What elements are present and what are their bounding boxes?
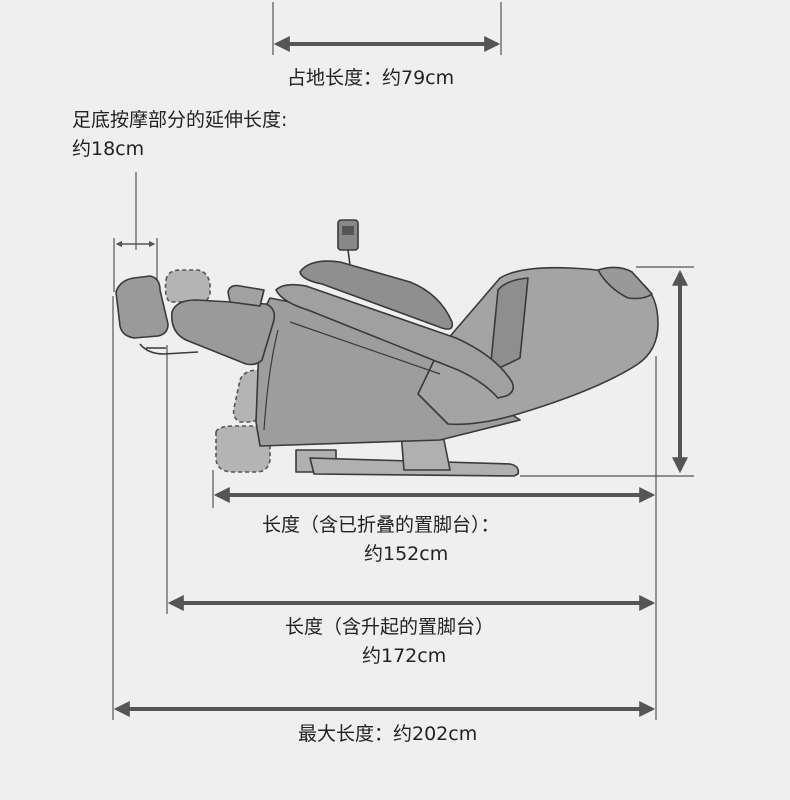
chair-armrest-upper [299, 260, 454, 330]
folded-length-value-label: 约152cm [364, 543, 449, 565]
dimension-height [520, 266, 694, 477]
dimension-footprint [272, 2, 502, 55]
footrest-bracket [139, 343, 199, 355]
chair-footrest [115, 275, 169, 339]
dimension-max-length [112, 296, 657, 720]
chair-detail-lines [263, 321, 441, 431]
extension-title-label: 足底按摩部分的延伸长度: [72, 109, 288, 131]
raised-length-value-label: 约172cm [362, 645, 447, 667]
raised-length-title-label: 长度（含升起的置脚台） [285, 616, 495, 638]
chair-armrest-lower [275, 283, 514, 399]
dimension-folded-length [212, 470, 656, 508]
chair-headrest [597, 266, 653, 300]
chair-knee-pad [227, 284, 265, 307]
chair-seat-front [170, 299, 276, 366]
remote-control [337, 219, 359, 266]
footprint-label: 占地长度：约79cm [287, 67, 455, 89]
max-length-label: 最大长度：约202cm [298, 723, 478, 745]
massage-chair [115, 219, 659, 477]
dimension-extension [113, 172, 158, 292]
dimension-raised-length [166, 345, 656, 614]
extension-value-label: 约18cm [72, 138, 145, 160]
folded-length-title-label: 长度（含已折叠的置脚台）： [262, 514, 500, 536]
chair-backrest [417, 266, 659, 426]
